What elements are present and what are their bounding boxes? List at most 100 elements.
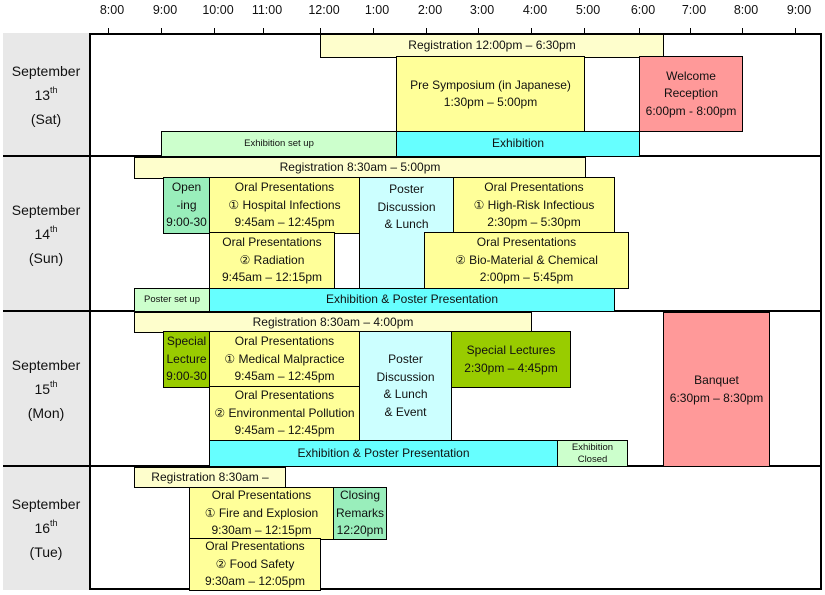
event-text: ② Food Safety (215, 556, 295, 571)
day-number: 14th (34, 223, 58, 242)
tick-mark (320, 28, 321, 33)
event-oral-environmental-pollution: Oral Presentations ② Environmental Pollut… (209, 386, 360, 441)
tick-mark (161, 28, 162, 33)
event-text: Poster (388, 352, 423, 366)
event-text: & Event (384, 404, 427, 419)
event-text: ① Medical Malpractice (224, 351, 345, 366)
tick-label: 4:00 (522, 3, 548, 17)
event-text: Exhibition & Poster Presentation (325, 292, 499, 307)
event-text: ① Hospital Infections (228, 197, 341, 212)
event-oral-radiation: Oral Presentations ② Radiation 9:45am – 12… (209, 232, 335, 289)
month: September (11, 496, 81, 512)
event-text: ② Bio-Material & Chemical (455, 252, 598, 267)
event-text: Exhibition set up (244, 138, 314, 149)
event-exhibition-poster-sep15: Exhibition & Poster Presentation (209, 440, 558, 467)
event-registration-sep14: Registration 8:30am – 5:00pm (134, 157, 586, 179)
tick-mark (214, 28, 215, 33)
event-text: Oral Presentations (222, 235, 322, 250)
weekday: (Sun) (28, 249, 64, 266)
event-text: Open (171, 180, 202, 195)
event-exhibition-sep13: Exhibition (396, 131, 640, 157)
event-text: Special (166, 334, 207, 349)
tick-label: 8:00 (733, 3, 759, 17)
weekday: (Tue) (29, 544, 63, 560)
event-text: ② Environmental Pollution (214, 405, 355, 420)
weekday: (Mon) (27, 404, 65, 421)
event-text: Oral Presentations (234, 388, 335, 403)
event-text: Pre Symposium (in Japanese) (410, 77, 571, 92)
event-text: -ing (176, 197, 197, 212)
event-text: 6:00pm - 8:00pm (645, 103, 737, 118)
event-text: Registration 8:30am – 5:00pm (279, 160, 441, 175)
event-text: Registration 12:00pm – 6:30pm (408, 38, 576, 53)
tick-mark (584, 28, 585, 33)
event-exhibition-setup: Exhibition set up (161, 131, 397, 157)
event-text: & Lunch (383, 387, 428, 401)
event-text: 9:45am – 12:45pm (234, 423, 335, 438)
tick-mark (690, 28, 691, 33)
day-number: 16th (34, 518, 58, 536)
event-text: Oral Presentations (484, 180, 584, 195)
month: September (11, 356, 81, 373)
event-text: 9:30am – 12:05pm (204, 574, 306, 589)
tick-label: 12:00 (308, 3, 340, 17)
event-text: 2:30pm – 5:30pm (487, 215, 581, 230)
tick-mark (426, 28, 427, 33)
day-number: 13th (34, 84, 58, 103)
event-text: Registration 8:30am – 4:00pm (252, 314, 414, 329)
event-text: & Lunch (384, 217, 429, 231)
event-text: Discussion (377, 199, 436, 214)
event-oral-bio-material-chemical: Oral Presentations ② Bio-Material & Chemi… (424, 232, 629, 289)
tick-mark (531, 28, 532, 33)
event-pre-symposium: Pre Symposium (in Japanese)1:30pm – 5:00… (396, 56, 585, 132)
event-text: Closed (577, 453, 608, 465)
event-text: Oral Presentations (234, 180, 335, 195)
event-text: Closing (339, 488, 381, 503)
event-text: 9:00-30 (166, 369, 207, 384)
event-poster-setup: Poster set up (134, 288, 210, 312)
event-text: Welcome (666, 68, 716, 83)
tick-label: 1:00 (364, 3, 390, 17)
event-text: 2:30pm – 4:45pm (464, 360, 558, 375)
event-registration-sep13: Registration 12:00pm – 6:30pm (320, 34, 664, 58)
event-text: 9:45am – 12:45pm (234, 215, 335, 230)
tick-label: 2:00 (417, 3, 443, 17)
event-oral-food-safety: Oral Presentations ② Food Safety 9:30am – … (189, 538, 321, 591)
tick-label: 10:00 (202, 3, 234, 17)
event-text: ② Radiation (239, 252, 305, 267)
event-text: 9:45am – 12:45pm (234, 369, 335, 384)
event-registration-sep15: Registration 8:30am – 4:00pm (134, 312, 532, 333)
tick-mark (639, 28, 640, 33)
day-number: 15th (34, 378, 58, 397)
event-oral-high-risk-infectious: Oral Presentations ① High-Risk Infectious… (453, 177, 615, 234)
event-opening: Open -ing 9:00-30 (163, 177, 210, 234)
event-text: 9:30am – 12:15pm (211, 523, 312, 538)
event-text: 2:00pm – 5:45pm (479, 270, 574, 285)
tick-label: 9:00 (786, 3, 812, 17)
event-text: Registration 8:30am – (151, 469, 269, 484)
tick-label: 3:00 (469, 3, 495, 17)
event-text: Oral Presentations (205, 539, 305, 554)
event-text: Oral Presentations (476, 235, 577, 250)
day-label: September 15th (Mon) (3, 311, 91, 466)
event-text: Exhibition & Poster Presentation (297, 445, 470, 460)
event-text: 9:45am – 12:15pm (221, 270, 323, 285)
event-text: Poster set up (144, 294, 200, 305)
tick-label: 9:00 (152, 3, 178, 17)
event-text: Lecture (166, 351, 207, 366)
event-text: Special Lectures (466, 343, 556, 357)
day-label: September 14th (Sun) (3, 156, 91, 311)
event-text: ① High-Risk Infectious (473, 197, 595, 212)
event-text: 12:20pm (336, 523, 384, 538)
tick-label: 6:00 (630, 3, 656, 17)
event-special-lectures: Special Lectures 2:30pm – 4:45pm (451, 331, 571, 388)
month: September (11, 201, 81, 218)
event-text: 9:00-30 (166, 215, 207, 230)
event-text: Banquet (694, 373, 739, 387)
